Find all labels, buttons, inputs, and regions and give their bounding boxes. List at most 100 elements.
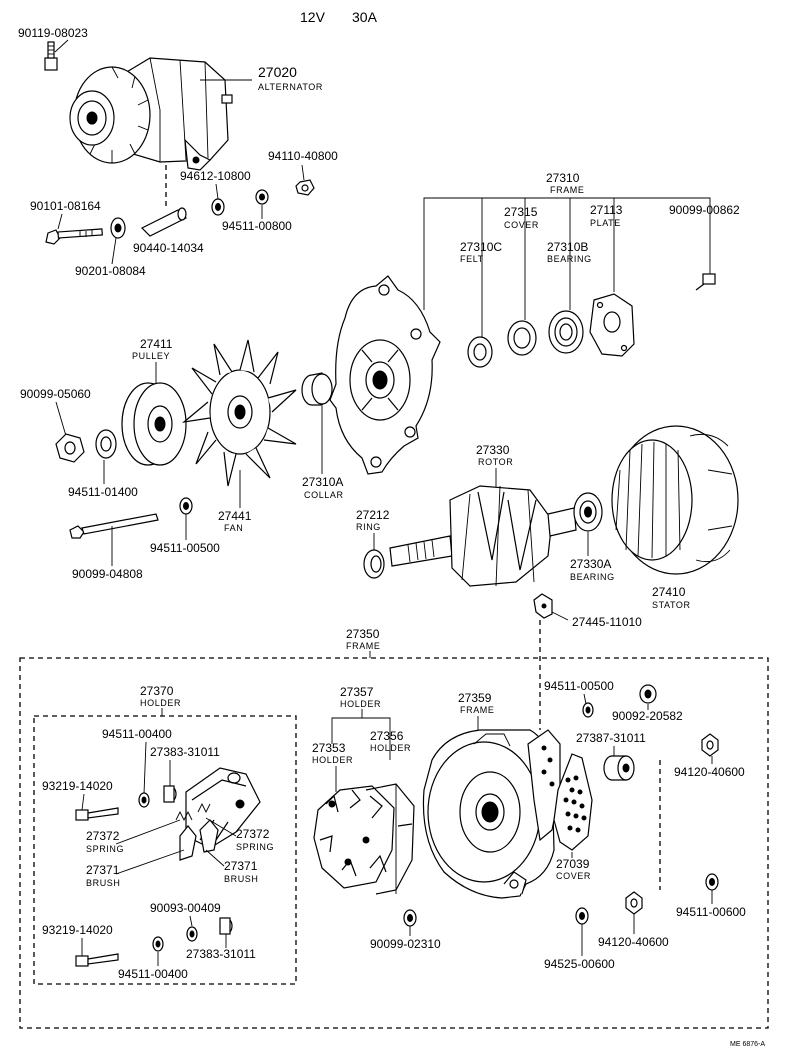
pulley-27411-drawing <box>121 382 187 466</box>
label-bearing-27310B: BEARING <box>547 254 592 264</box>
felt-27310C-drawing <box>467 336 493 368</box>
ring-27212-drawing <box>363 549 385 579</box>
label-90201-08084: 90201-08084 <box>75 264 146 278</box>
label-94511-00500-b: 94511-00500 <box>544 679 614 693</box>
label-27387-31011: 27387-31011 <box>576 731 646 745</box>
label-holder-27356: HOLDER <box>370 743 411 753</box>
nut-94110-drawing <box>295 179 315 196</box>
label-frame-27350: FRAME <box>346 641 381 651</box>
label-bearing-27330A: BEARING <box>570 572 615 582</box>
label-27310A: 27310A <box>302 475 343 489</box>
label-rotor: ROTOR <box>478 457 513 467</box>
label-plate-27113: PLATE <box>590 218 621 228</box>
holder-27353-drawing <box>313 785 395 889</box>
title-voltage: 12V <box>300 9 326 25</box>
brush-holder-27370-drawing <box>175 767 261 861</box>
nut-94120-a-drawing <box>701 733 719 757</box>
footer-code: ME 6876-A <box>730 1041 765 1048</box>
label-90099-02310: 90099-02310 <box>370 937 441 951</box>
label-felt-27310C: FELT <box>460 254 484 264</box>
screw-90099-00862-drawing <box>695 273 716 291</box>
label-27330: 27330 <box>476 443 510 457</box>
label-90119-08023: 90119-08023 <box>18 26 88 40</box>
label-93219-14020-b: 93219-14020 <box>42 923 113 937</box>
label-cover-27315: COVER <box>504 220 539 230</box>
label-27310B: 27310B <box>547 240 588 254</box>
label-90092-20582: 90092-20582 <box>612 709 683 723</box>
label-94525-00600: 94525-00600 <box>544 957 615 971</box>
bushing-27387-drawing <box>603 755 635 781</box>
washer-94525-drawing <box>575 907 589 925</box>
label-27372-b: 27372 <box>236 827 270 841</box>
washer-94511-00500-b-drawing <box>582 702 594 718</box>
label-27445-11010: 27445-11010 <box>572 615 642 629</box>
label-27441: 27441 <box>218 509 252 523</box>
label-ring: RING <box>356 522 381 532</box>
label-27113: 27113 <box>590 203 623 217</box>
label-27357: 27357 <box>340 685 374 699</box>
clip-27445-drawing <box>533 593 553 619</box>
label-27359: 27359 <box>458 691 492 705</box>
front-frame-27310-drawing <box>329 275 441 475</box>
label-pulley: PULLEY <box>132 351 170 361</box>
label-27410: 27410 <box>652 585 686 599</box>
label-27330A: 27330A <box>570 557 611 571</box>
washer-94511-00500-a-drawing <box>179 497 193 515</box>
label-27039: 27039 <box>556 857 590 871</box>
label-27353: 27353 <box>312 741 346 755</box>
label-frame-27359: FRAME <box>460 705 495 715</box>
label-94511-00600: 94511-00600 <box>676 905 746 919</box>
label-27383-31011-b: 27383-31011 <box>186 947 256 961</box>
label-90099-05060: 90099-05060 <box>20 387 91 401</box>
label-27315: 27315 <box>504 205 538 219</box>
washer-90201-drawing <box>110 217 126 239</box>
holder-27356-drawing <box>365 783 415 895</box>
bolt-90099-04808-drawing <box>69 513 159 539</box>
label-27372-a: 27372 <box>86 829 120 843</box>
cover-27039-drawing <box>553 753 593 851</box>
label-90099-04808: 90099-04808 <box>72 567 143 581</box>
label-90093-00409: 90093-00409 <box>150 901 221 915</box>
washer-90093-drawing <box>186 926 198 942</box>
label-alternator: ALTERNATOR <box>258 82 323 92</box>
bushing-27383-a-drawing <box>163 785 177 803</box>
washer-94511-00600-drawing <box>705 873 719 891</box>
label-27020: 27020 <box>258 64 297 80</box>
label-94511-00400-b: 94511-00400 <box>118 967 188 981</box>
label-94110-40800: 94110-40800 <box>268 149 338 163</box>
alternator-assembly-drawing <box>44 41 252 171</box>
label-spring-a: SPRING <box>86 844 124 854</box>
label-27371-a: 27371 <box>86 863 120 877</box>
washer-90099-02310-drawing <box>403 909 417 927</box>
label-holder-27370: HOLDER <box>140 698 181 708</box>
washer-94612-drawing <box>211 198 225 216</box>
label-93219-14020-a: 93219-14020 <box>42 779 113 793</box>
label-94511-00400-a: 94511-00400 <box>102 727 172 741</box>
rotor-27330-drawing <box>389 485 577 587</box>
label-frame-27310: FRAME <box>550 185 585 195</box>
label-brush-a: BRUSH <box>86 878 121 888</box>
label-cover-27039: COVER <box>556 871 591 881</box>
label-collar: COLLAR <box>304 490 344 500</box>
label-27411: 27411 <box>140 337 173 351</box>
label-27350: 27350 <box>346 627 380 641</box>
label-holder-27353: HOLDER <box>312 755 353 765</box>
label-94511-00500-a: 94511-00500 <box>150 541 220 555</box>
label-90099-00862: 90099-00862 <box>669 203 740 217</box>
bolt-90101-drawing <box>45 228 103 245</box>
cover-27315-drawing <box>507 320 537 356</box>
washer-94511-00400-a-drawing <box>138 792 150 808</box>
washer-94511-00800-drawing <box>255 189 269 205</box>
label-94511-01400: 94511-01400 <box>68 485 138 499</box>
label-27356: 27356 <box>370 729 404 743</box>
label-90440-14034: 90440-14034 <box>133 241 204 255</box>
label-90101-08164: 90101-08164 <box>30 199 101 213</box>
washer-94511-00400-b-drawing <box>152 936 164 952</box>
screw-93219-b-drawing <box>75 953 119 967</box>
label-fan: FAN <box>224 523 243 533</box>
bolt-90119-drawing <box>44 41 58 71</box>
label-94511-00800: 94511-00800 <box>222 219 292 233</box>
label-brush-b: BRUSH <box>224 874 259 884</box>
title-amperage: 30A <box>352 9 378 25</box>
